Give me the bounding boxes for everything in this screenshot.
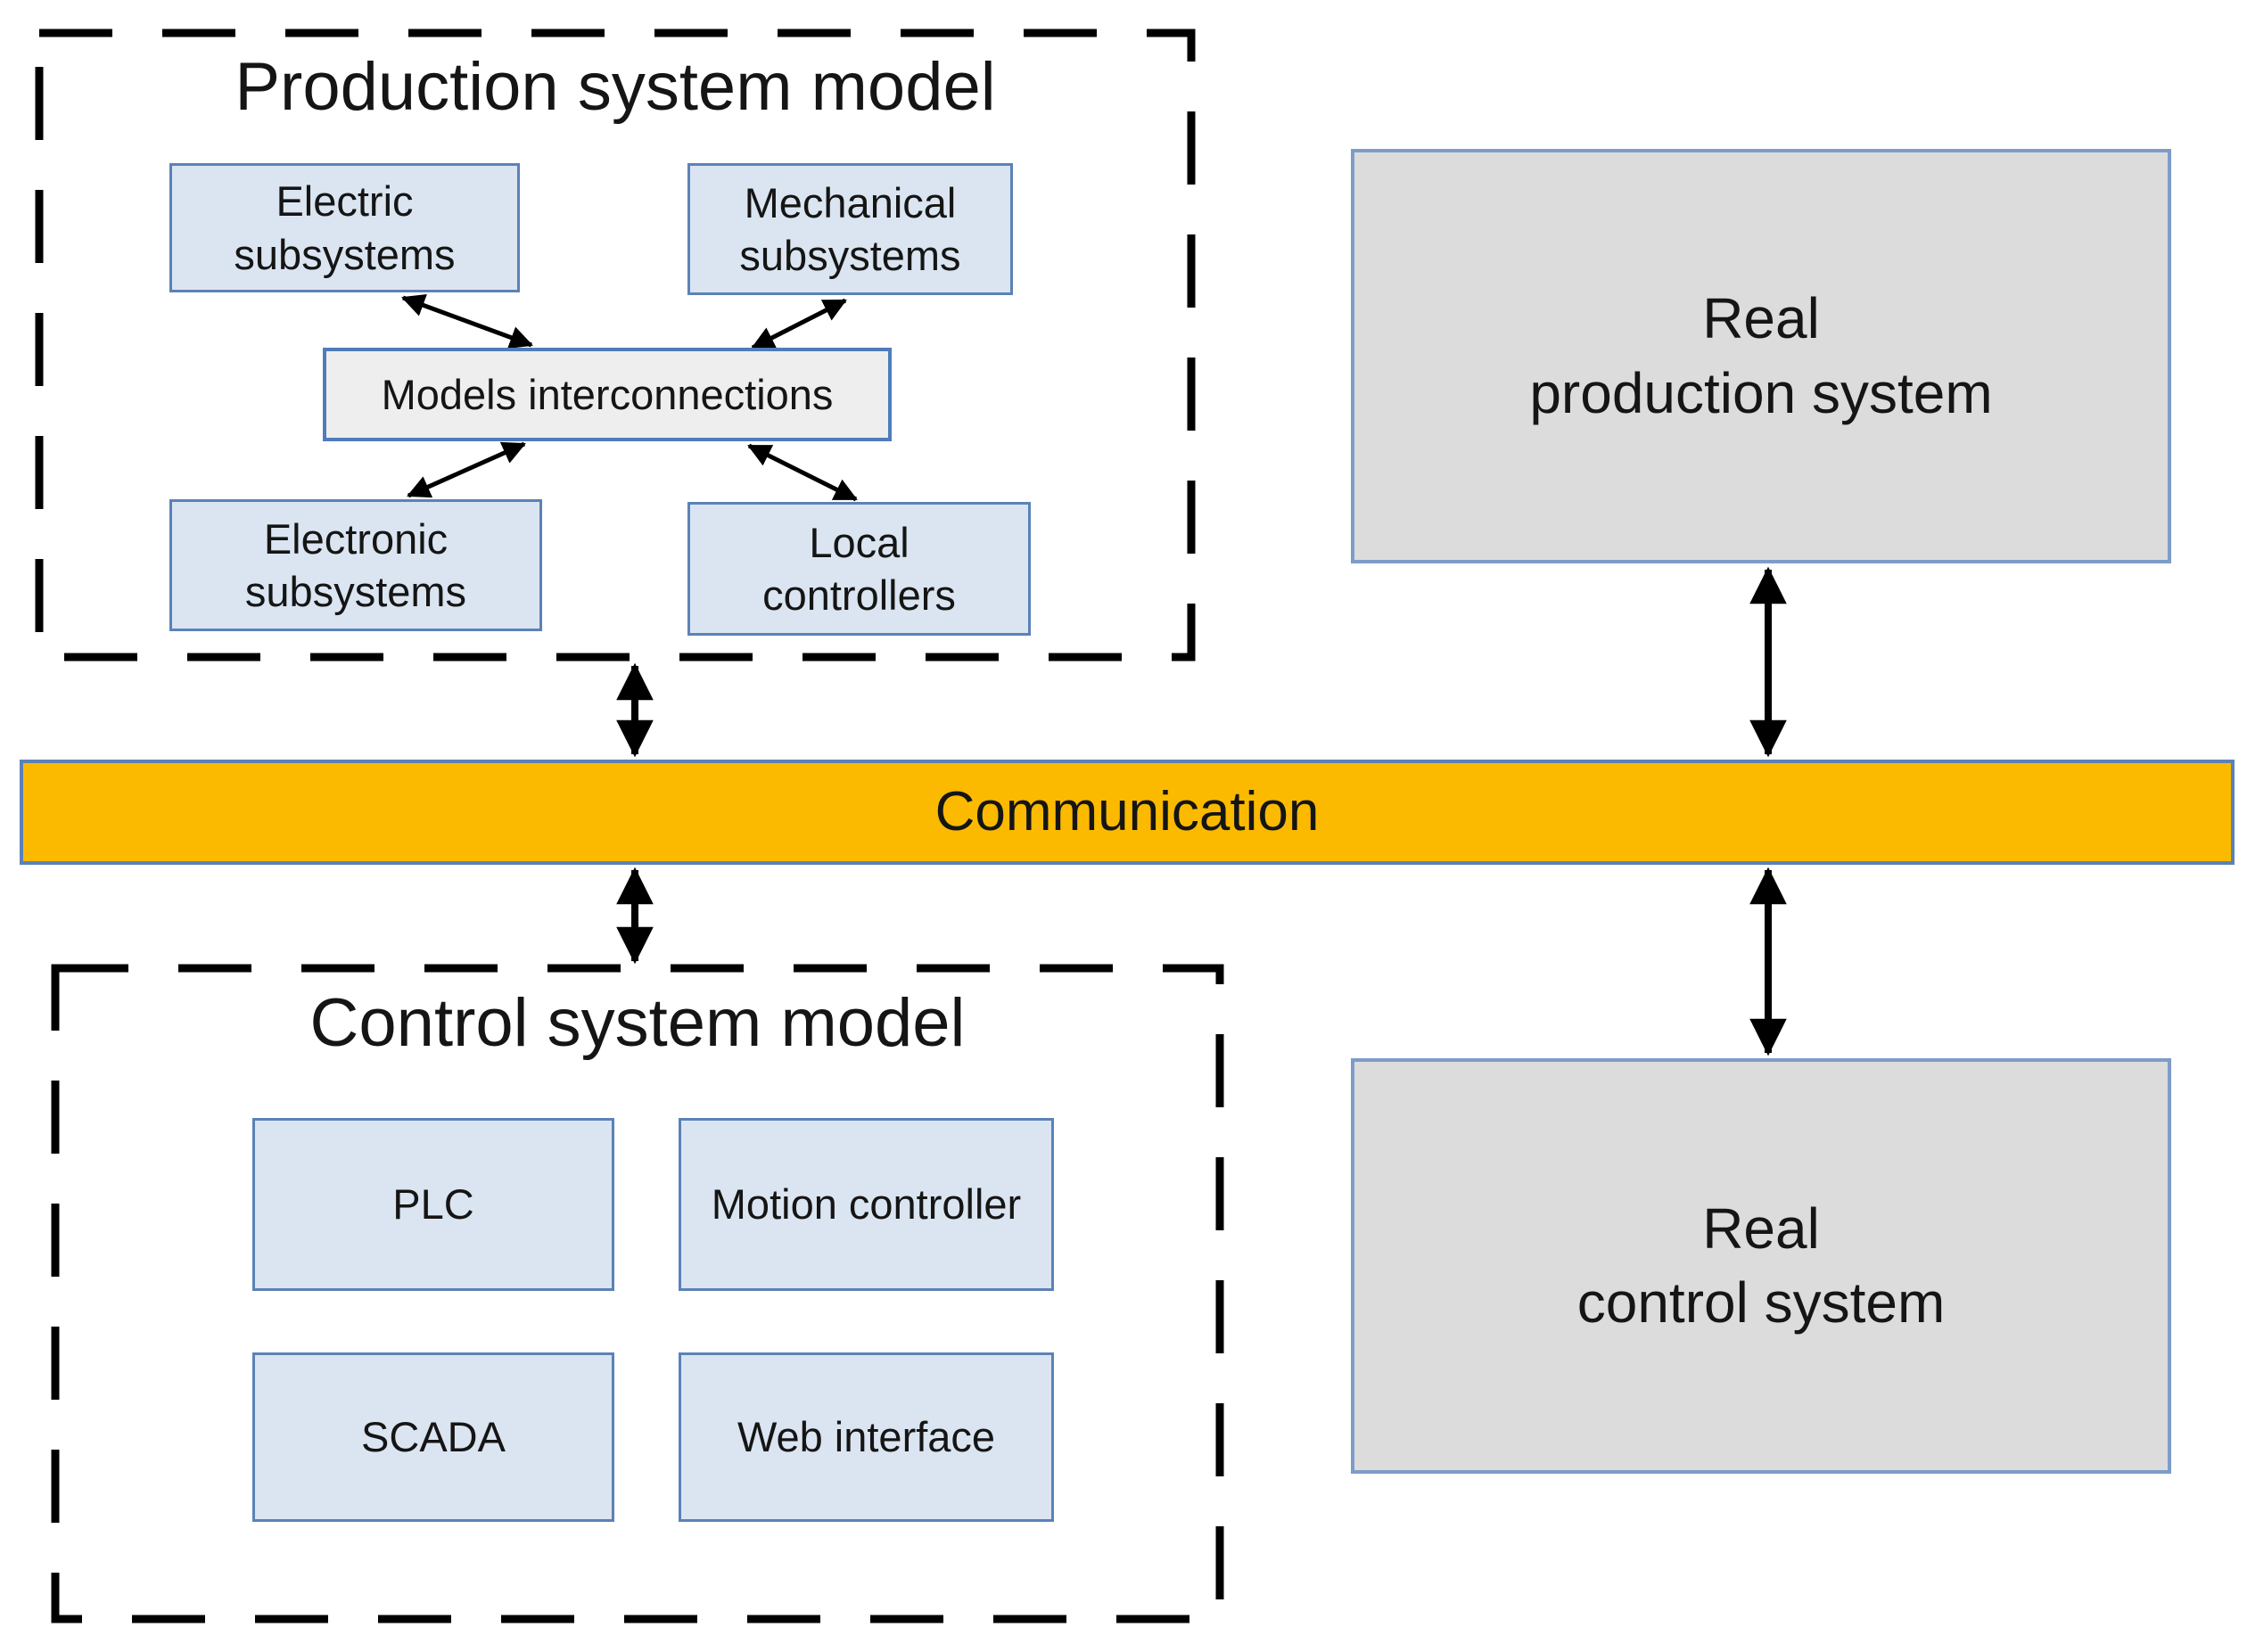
control-model-dashed-frame [51,964,1224,1623]
real-production-system-box: Real production system [1351,149,2171,563]
control-model-title: Control system model [309,985,966,1061]
motion-controller-box: Motion controller [679,1118,1054,1291]
models-interconnections-box: Models interconnections [323,348,892,441]
local-controllers-box: Local controllers [687,502,1031,636]
scada-box: SCADA [252,1352,614,1522]
communication-bus: Communication [20,760,2235,865]
arrow-electric-interconnections [401,294,533,349]
production-model-dashed-frame [35,29,1196,662]
web-interface-box: Web interface [679,1352,1054,1522]
mechanical-subsystems-box: Mechanical subsystems [687,163,1013,295]
arrow-interconnections-local [747,443,858,502]
arrow-mechanical-interconnections [751,298,847,350]
electric-subsystems-box: Electric subsystems [169,163,520,292]
arrow-interconnections-electronic [407,441,526,498]
production-model-title: Production system model [235,49,996,125]
real-control-system-box: Real control system [1351,1058,2171,1474]
plc-box: PLC [252,1118,614,1291]
electronic-subsystems-box: Electronic subsystems [169,499,542,631]
